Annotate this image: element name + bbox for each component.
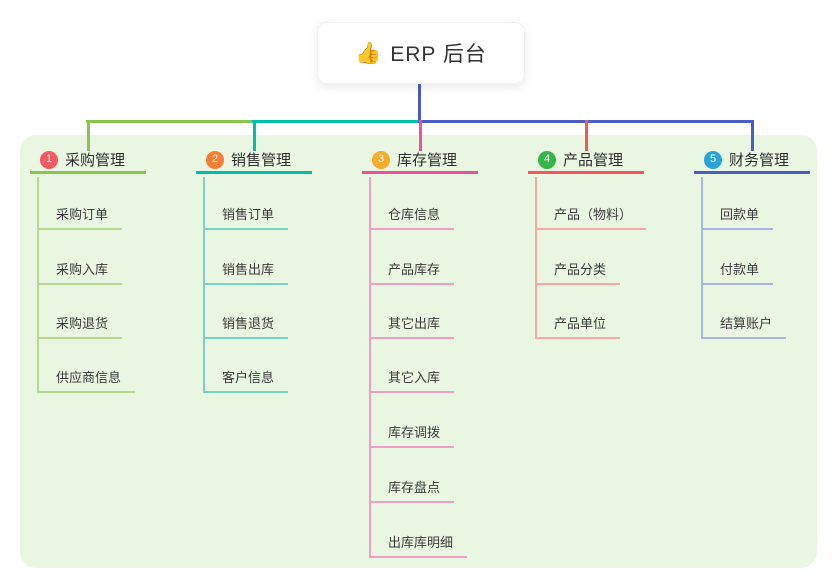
child-node[interactable]: 出库库明细 <box>369 530 468 558</box>
child-node[interactable]: 回款单 <box>701 202 774 230</box>
branch-topic[interactable]: 2 销售管理 <box>196 148 312 174</box>
child-node[interactable]: 库存调拨 <box>369 420 455 448</box>
child-node[interactable]: 采购入库 <box>37 257 123 285</box>
child-node[interactable]: 采购退货 <box>37 311 123 339</box>
branch-topic-label: 库存管理 <box>397 152 458 169</box>
child-node[interactable]: 其它出库 <box>369 311 455 339</box>
root-label: ERP 后台 <box>390 43 487 66</box>
branch-number-badge: 3 <box>372 150 390 169</box>
branch-number-badge: 5 <box>704 150 722 169</box>
child-node[interactable]: 销售出库 <box>203 257 289 285</box>
branch-bus-segment <box>86 120 254 123</box>
branch-number-badge: 2 <box>206 150 224 169</box>
branch-bus-segment <box>252 120 421 123</box>
child-node[interactable]: 产品分类 <box>535 257 621 285</box>
branch-drop-line <box>418 120 422 151</box>
child-node[interactable]: 产品单位 <box>535 311 621 339</box>
branch-topic-label: 销售管理 <box>231 152 292 169</box>
child-node[interactable]: 其它入库 <box>369 365 455 393</box>
child-node[interactable]: 库存盘点 <box>369 475 455 503</box>
branch-drop-line <box>750 120 754 151</box>
branch-topic-label: 产品管理 <box>563 152 624 169</box>
branch-topic-label: 采购管理 <box>65 152 126 169</box>
branch-children-spine <box>535 177 537 339</box>
child-node[interactable]: 产品库存 <box>369 257 455 285</box>
child-node[interactable]: 仓库信息 <box>369 202 455 230</box>
branch-drop-line <box>584 120 588 151</box>
child-node[interactable]: 供应商信息 <box>37 365 136 393</box>
branch-drop-line <box>252 120 256 151</box>
child-node[interactable]: 销售订单 <box>203 202 289 230</box>
branch-number-badge: 4 <box>538 150 556 169</box>
mindmap-panel <box>20 135 817 568</box>
branch-children-spine <box>701 177 703 339</box>
child-node[interactable]: 付款单 <box>701 257 774 285</box>
child-node[interactable]: 采购订单 <box>37 202 123 230</box>
branch-children-spine <box>369 177 371 558</box>
root-node[interactable]: 👍 ERP 后台 <box>317 22 525 84</box>
branch-children-spine <box>203 177 205 393</box>
branch-topic[interactable]: 5 财务管理 <box>694 148 810 174</box>
child-node[interactable]: 产品（物料） <box>535 202 647 230</box>
thumbs-up-icon: 👍 <box>355 41 382 65</box>
branch-topic-label: 财务管理 <box>729 152 790 169</box>
child-node[interactable]: 结算账户 <box>701 311 787 339</box>
child-node[interactable]: 客户信息 <box>203 365 289 393</box>
child-node[interactable]: 销售退货 <box>203 311 289 339</box>
branch-topic[interactable]: 1 采购管理 <box>30 148 146 174</box>
branch-number-badge: 1 <box>40 150 58 169</box>
branch-topic[interactable]: 3 库存管理 <box>362 148 478 174</box>
branch-children-spine <box>37 177 39 393</box>
branch-drop-line <box>86 120 90 151</box>
root-connector-line <box>418 82 421 121</box>
branch-topic[interactable]: 4 产品管理 <box>528 148 644 174</box>
